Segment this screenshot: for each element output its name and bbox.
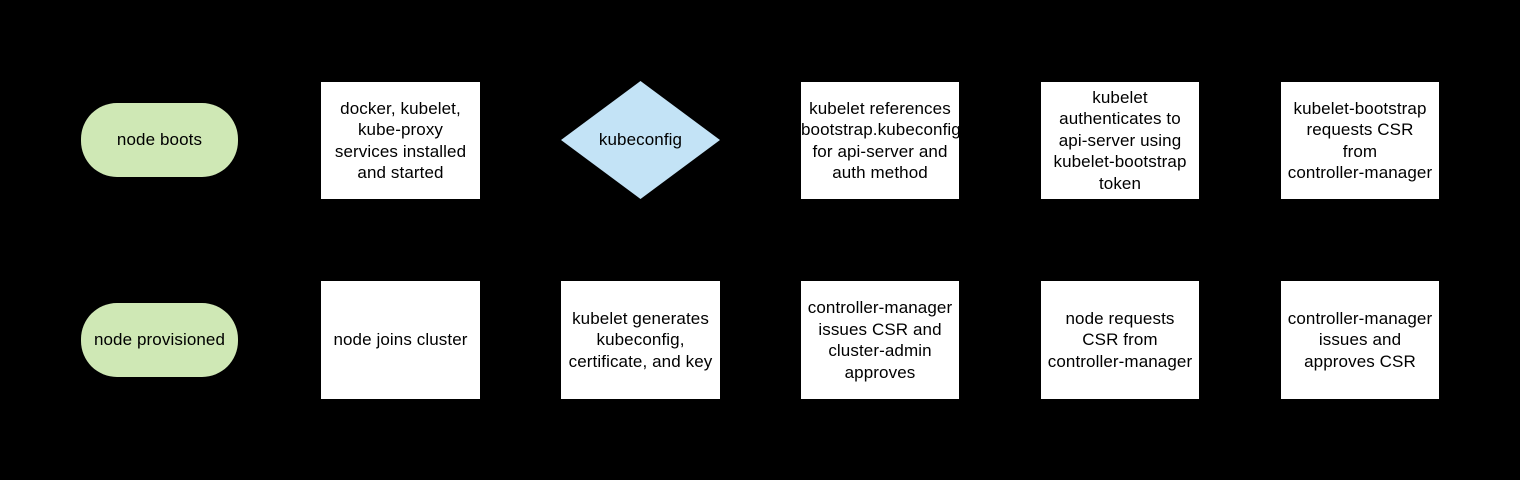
flow-node-kubelet-authenticates[interactable]: kubelet authenticates to api-server usin… [1041, 82, 1199, 199]
flow-node-label-node-joins-cluster: node joins cluster [333, 330, 468, 350]
flow-node-controller-manager-issues-csr[interactable]: controller-manager issues CSR and cluste… [801, 281, 959, 399]
flow-node-label-kubelet-generates-kubeconfig: kubelet generates kubeconfig, certificat… [568, 308, 713, 371]
flow-node-controller-manager-issues-approves[interactable]: controller-manager issues and approves C… [1281, 281, 1439, 399]
flow-node-label-kubelet-bootstrap-requests-csr: kubelet-bootstrap requests CSR from cont… [1287, 98, 1433, 183]
flow-node-node-provisioned[interactable]: node provisioned [81, 303, 238, 377]
flow-node-label-services-installed: docker, kubelet, kube-proxy services ins… [334, 98, 467, 183]
flow-node-node-requests-csr[interactable]: node requests CSR from controller-manage… [1041, 281, 1199, 399]
flow-node-label-controller-manager-issues-approves: controller-manager issues and approves C… [1287, 308, 1433, 371]
flow-node-kubelet-bootstrap-requests-csr[interactable]: kubelet-bootstrap requests CSR from cont… [1281, 82, 1439, 199]
flow-node-label-kubeconfig: kubeconfig [598, 130, 683, 150]
flow-node-services-installed[interactable]: docker, kubelet, kube-proxy services ins… [321, 82, 480, 199]
flow-node-kubeconfig[interactable]: kubeconfig [561, 81, 720, 199]
flow-node-label-node-boots: node boots [116, 130, 203, 150]
flow-node-label-kubelet-authenticates: kubelet authenticates to api-server usin… [1053, 87, 1187, 193]
flow-node-label-controller-manager-issues-csr: controller-manager issues CSR and cluste… [807, 298, 953, 382]
flow-node-kubelet-references-bootstrap[interactable]: kubelet references bootstrap.kubeconfig … [801, 82, 961, 199]
flow-node-kubelet-generates-kubeconfig[interactable]: kubelet generates kubeconfig, certificat… [561, 281, 720, 399]
flow-node-node-boots[interactable]: node boots [81, 103, 238, 177]
flow-node-label-node-requests-csr: node requests CSR from controller-manage… [1047, 308, 1193, 371]
flow-node-label-node-provisioned: node provisioned [93, 330, 226, 350]
flow-node-label-kubelet-references-bootstrap: kubelet references bootstrap.kubeconfig … [801, 98, 961, 183]
flow-node-node-joins-cluster[interactable]: node joins cluster [321, 281, 480, 399]
